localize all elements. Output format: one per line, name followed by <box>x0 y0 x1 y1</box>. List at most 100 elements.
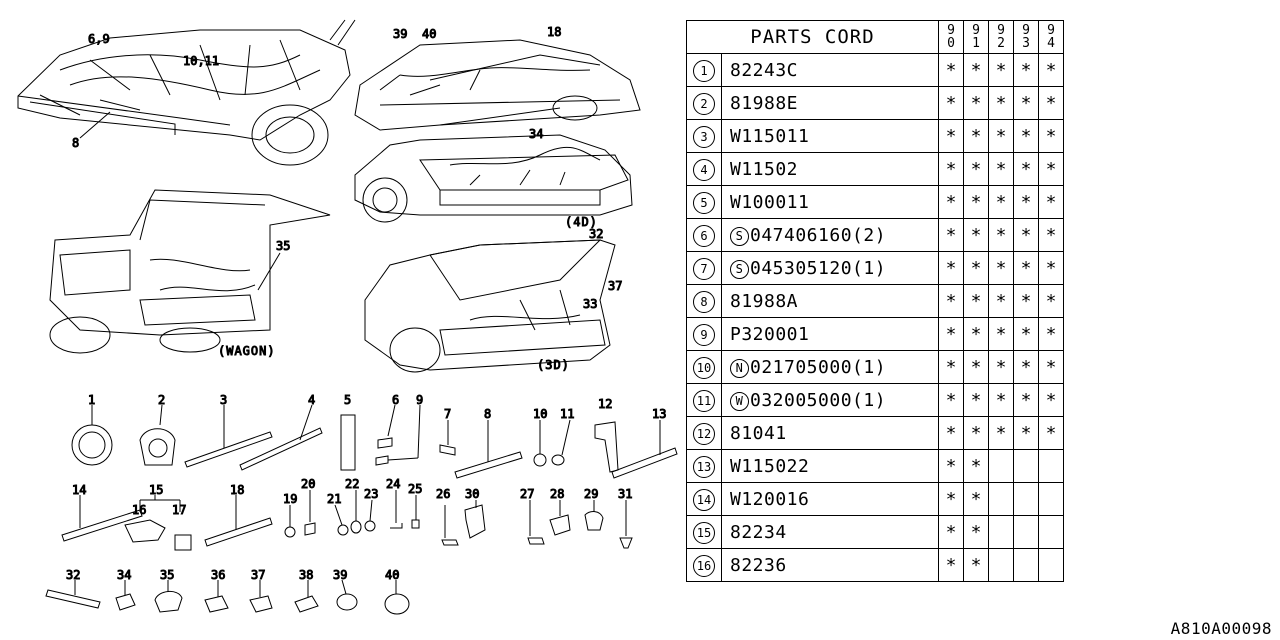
part-number: 2 <box>158 393 165 407</box>
applicability-mark: * <box>1038 383 1064 417</box>
ref-number-cell: 9 <box>686 317 722 351</box>
ref-number: 2 <box>693 92 715 115</box>
applicability-mark: * <box>1038 251 1064 285</box>
caption-wagon: (WAGON) <box>218 344 276 358</box>
part-code-cell: 81988E <box>721 86 939 120</box>
part-number: 31 <box>618 487 632 501</box>
applicability-mark: * <box>938 119 964 153</box>
callout-label: 18 <box>547 25 561 39</box>
part-code-cell: 81988A <box>721 284 939 318</box>
ref-number: 8 <box>693 290 715 313</box>
applicability-mark: * <box>1013 284 1039 318</box>
applicability-mark: * <box>963 350 989 384</box>
part-number: 22 <box>345 477 359 491</box>
ref-number: 13 <box>693 455 715 478</box>
part-number: 36 <box>211 568 225 582</box>
part-code: W115011 <box>730 125 810 147</box>
applicability-mark: * <box>938 482 964 516</box>
ref-number-cell: 6 <box>686 218 722 252</box>
applicability-mark: * <box>1013 185 1039 219</box>
applicability-mark: * <box>988 218 1014 252</box>
wagon-illustration <box>49 189 331 354</box>
part-number: 4 <box>308 393 315 407</box>
applicability-mark: * <box>963 251 989 285</box>
fastener-type-symbol: S <box>730 259 749 279</box>
applicability-mark <box>988 449 1014 483</box>
part-number: 14 <box>72 483 86 497</box>
fastener-type-symbol: S <box>730 226 749 246</box>
part-number: 21 <box>327 492 341 506</box>
part-number: 8 <box>484 407 491 421</box>
applicability-mark: * <box>988 152 1014 186</box>
applicability-mark: * <box>963 482 989 516</box>
callout-label: 39 <box>393 27 407 41</box>
applicability-mark <box>988 548 1014 582</box>
applicability-mark: * <box>963 416 989 450</box>
part-number: 23 <box>364 487 378 501</box>
part-code: 047406160(2) <box>750 224 887 246</box>
part-code-cell: W120016 <box>721 482 939 516</box>
ref-number: 6 <box>693 224 715 247</box>
applicability-mark <box>988 482 1014 516</box>
part-illustrations-row2 <box>61 490 633 551</box>
part-number: 29 <box>584 487 598 501</box>
applicability-mark: * <box>988 86 1014 120</box>
applicability-mark: * <box>938 317 964 351</box>
applicability-mark: * <box>1013 383 1039 417</box>
ref-number-cell: 1 <box>686 53 722 87</box>
callout-label: 40 <box>422 27 436 41</box>
applicability-mark <box>1013 515 1039 549</box>
applicability-mark <box>1013 548 1039 582</box>
applicability-mark: * <box>1013 152 1039 186</box>
applicability-mark: * <box>938 284 964 318</box>
part-number: 20 <box>301 477 315 491</box>
callout-label: 8 <box>72 136 79 150</box>
applicability-mark <box>1038 548 1064 582</box>
part-number: 5 <box>344 393 351 407</box>
ref-number: 16 <box>693 554 715 577</box>
document-id: A810A00098 <box>1170 619 1272 638</box>
part-number: 24 <box>386 477 400 491</box>
applicability-mark: * <box>1038 119 1064 153</box>
part-number: 38 <box>299 568 313 582</box>
part-number: 17 <box>172 503 186 517</box>
ref-number: 1 <box>693 59 715 82</box>
callout-label: 32 <box>589 227 603 241</box>
applicability-mark: * <box>938 53 964 87</box>
applicability-mark: * <box>1013 416 1039 450</box>
ref-number-cell: 11 <box>686 383 722 417</box>
applicability-mark: * <box>963 218 989 252</box>
part-code-cell: 81041 <box>721 416 939 450</box>
ref-number: 5 <box>693 191 715 214</box>
ref-number-cell: 7 <box>686 251 722 285</box>
part-code: 81988E <box>730 92 799 114</box>
part-number: 35 <box>160 568 174 582</box>
applicability-mark <box>1038 482 1064 516</box>
part-illustrations-row3 <box>45 579 410 615</box>
applicability-mark: * <box>1038 152 1064 186</box>
part-number: 3 <box>220 393 227 407</box>
part-number: 9 <box>416 393 423 407</box>
caption-3d: (3D) <box>537 358 570 372</box>
part-code: W115022 <box>730 455 810 477</box>
applicability-mark: * <box>938 185 964 219</box>
ref-number-cell: 14 <box>686 482 722 516</box>
part-illustrations <box>71 404 678 479</box>
ref-number-cell: 13 <box>686 449 722 483</box>
part-code: 032005000(1) <box>750 389 887 411</box>
callout-label: 6,9 <box>88 32 110 46</box>
part-code-cell: 82234 <box>721 515 939 549</box>
ref-number-cell: 2 <box>686 86 722 120</box>
applicability-mark: * <box>963 152 989 186</box>
